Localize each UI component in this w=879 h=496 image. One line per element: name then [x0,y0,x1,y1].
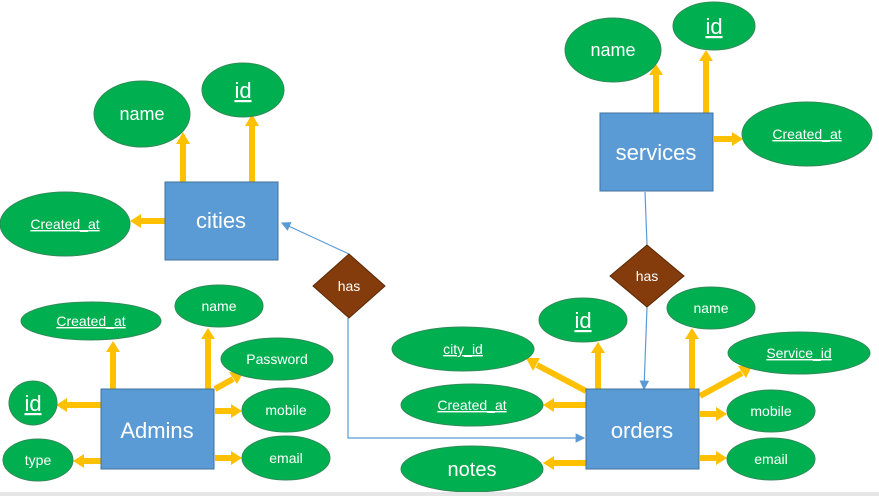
attr-admins-mobile-label: mobile [265,402,306,418]
arrowhead-admins-created [106,341,120,352]
attr-admins-email: email [241,435,331,481]
entity-services-label: services [616,140,697,165]
arrowhead-cities-name [176,132,190,144]
entity-admins[interactable]: Admins [100,388,215,470]
attr-cities-created-at: Created_at [0,191,131,257]
attr-admins-type-label: type [25,452,52,468]
arrowhead-orders-created [543,398,554,412]
attr-admins-mobile: mobile [241,387,331,433]
relationship-services-orders[interactable]: has [609,244,685,308]
relationship-cities-orders[interactable]: has [312,253,386,319]
attr-orders-id: id [538,297,628,343]
attr-admins-created-at: Created_at [20,301,162,341]
connector-has2-to-orders [639,306,650,391]
attr-admins-email-label: email [269,450,302,466]
attr-services-name: name [564,17,662,83]
arrowhead-orders-cityid [526,358,540,371]
attr-admins-name-label: name [201,298,236,314]
attr-orders-created-at-label: Created_at [437,397,506,413]
entity-admins-label: Admins [120,418,193,443]
attr-services-id-label: id [705,14,722,39]
entity-services[interactable]: services [599,112,714,192]
attr-orders-name-label: name [693,300,728,316]
attribute-arrows [56,50,752,470]
relationship-services-orders-label: has [636,268,659,284]
attr-orders-email-label: email [754,451,787,467]
arrowhead-orders-email [716,451,727,465]
attr-admins-id: id [8,380,58,426]
attr-orders-mobile: mobile [726,389,816,433]
attr-orders-city-id: city_id [391,326,535,372]
arrowhead-services-created [732,132,743,146]
relationship-connectors [280,191,650,443]
connector-has1-to-cities [280,222,350,255]
attr-admins-name: name [174,284,264,328]
attr-orders-notes: notes [400,445,544,493]
arrowhead-orders-id [591,342,605,353]
arrowhead-cities-id [245,114,259,126]
attr-admins-password-label: Password [246,351,307,367]
relationship-cities-orders-label: has [338,278,361,294]
arrowhead-admins-mobile [231,404,242,418]
attr-orders-id-label: id [574,308,591,333]
arrowhead-orders-serviceid [738,366,752,378]
arrowhead-services-name [649,64,663,75]
attr-services-id: id [672,1,756,51]
arrow-orders-serviceid [698,370,744,399]
attr-cities-created-at-label: Created_at [30,216,99,232]
attr-orders-city-id-label: city_id [443,341,483,357]
attr-orders-name: name [666,286,756,330]
attr-admins-type: type [2,438,74,482]
arrowhead-orders-name [685,328,699,339]
attr-cities-name-label: name [119,104,164,124]
connector-services-to-has2 [644,191,648,246]
attr-orders-mobile-label: mobile [750,403,791,419]
attr-services-created-at-label: Created_at [772,126,841,142]
entity-cities[interactable]: cities [164,181,279,261]
arrowhead-admins-type [73,454,84,468]
attr-cities-id: id [201,62,285,118]
arrowhead-admins-id [56,398,67,412]
entity-orders[interactable]: orders [585,388,700,470]
attr-admins-created-at-label: Created_at [56,313,125,329]
arrowhead-orders-notes [543,456,554,470]
arrow-admins-password [213,376,235,392]
attr-cities-name: name [93,80,191,148]
attr-orders-notes-label: notes [448,459,497,481]
connector-has1-to-orders [347,318,586,443]
attr-services-name-label: name [590,40,635,60]
entity-cities-label: cities [196,208,246,233]
attr-admins-password: Password [220,337,334,381]
attr-services-created-at: Created_at [741,101,873,167]
arrowhead-admins-email [231,451,242,465]
arrowhead-orders-mobile [716,407,727,421]
attr-orders-service-id: Service_id [727,331,871,375]
arrowhead-cities-created [130,214,141,228]
arrowhead-services-id [699,50,713,61]
attr-cities-id-label: id [234,78,251,103]
attr-orders-email: email [726,437,816,481]
arrow-orders-cityid [535,362,588,394]
attr-orders-service-id-label: Service_id [766,345,831,361]
arrowhead-admins-name [201,328,215,339]
entity-orders-label: orders [611,418,673,443]
attr-admins-id-label: id [24,391,41,416]
attr-orders-created-at: Created_at [400,383,544,427]
bottom-scroll-edge [0,492,879,496]
